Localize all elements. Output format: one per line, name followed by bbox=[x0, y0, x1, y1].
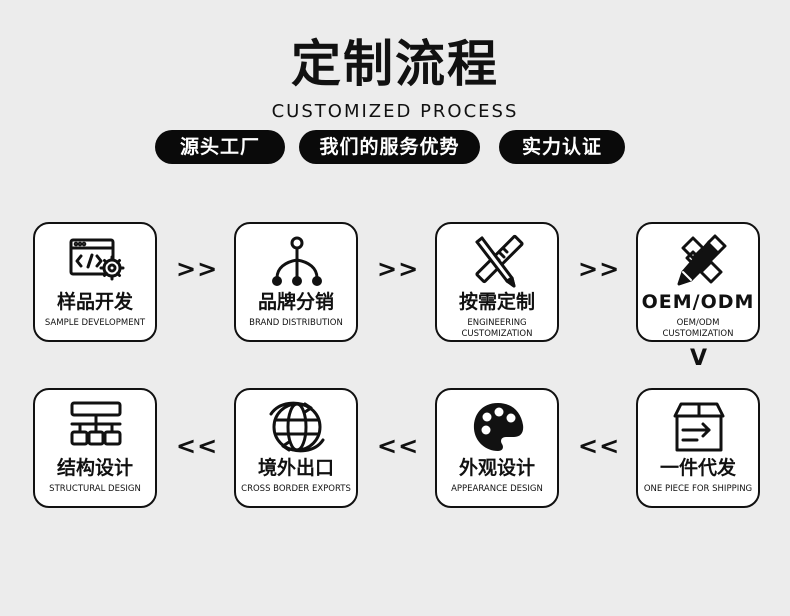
arrow-backward-1: << bbox=[176, 432, 219, 460]
step-title: 样品开发 bbox=[56, 291, 133, 313]
step-title: 结构设计 bbox=[56, 457, 133, 479]
step-title: 按需定制 bbox=[458, 291, 535, 313]
step-title: 品牌分销 bbox=[257, 291, 334, 313]
distribution-network-icon bbox=[267, 234, 327, 288]
arrow-forward-2: >> bbox=[377, 255, 420, 283]
box-shipping-icon bbox=[669, 400, 729, 454]
step-card-structural-design: 结构设计 STRUCTURAL DESIGN bbox=[33, 388, 157, 508]
tag-strength-certification: 实力认证 bbox=[499, 130, 625, 164]
arrow-backward-3: << bbox=[578, 432, 621, 460]
step-card-appearance-design: 外观设计 APPEARANCE DESIGN bbox=[435, 388, 559, 508]
step-title: OEM/ODM bbox=[641, 291, 755, 313]
palette-icon bbox=[468, 400, 528, 454]
step-subtitle: SAMPLE DEVELOPMENT bbox=[44, 318, 146, 328]
step-title: 境外出口 bbox=[257, 457, 334, 479]
step-card-oem-odm: OEM/ODM OEM/ODM CUSTOMIZATION bbox=[636, 222, 760, 342]
step-subtitle-line2: CUSTOMIZATION bbox=[461, 329, 533, 339]
page-title: 定制流程 bbox=[291, 35, 499, 93]
arrow-forward-3: >> bbox=[578, 255, 621, 283]
step-card-brand-distribution: 品牌分销 BRAND DISTRIBUTION bbox=[234, 222, 358, 342]
pencil-ruler-icon bbox=[468, 234, 528, 288]
step-card-one-piece-shipping: 一件代发 ONE PIECE FOR SHIPPING bbox=[636, 388, 760, 508]
pencil-edit-icon bbox=[669, 234, 729, 288]
step-subtitle: ONE PIECE FOR SHIPPING bbox=[643, 484, 753, 494]
page-subtitle: CUSTOMIZED PROCESS bbox=[271, 101, 519, 122]
arrow-backward-2: << bbox=[377, 432, 420, 460]
step-subtitle-line1: OEM/ODM bbox=[676, 318, 720, 328]
structure-layout-icon bbox=[66, 400, 126, 454]
tag-service-advantage: 我们的服务优势 bbox=[299, 130, 480, 164]
code-settings-icon bbox=[66, 234, 126, 288]
step-card-engineering-customization: 按需定制 ENGINEERING CUSTOMIZATION bbox=[435, 222, 559, 342]
tag-source-factory: 源头工厂 bbox=[155, 130, 285, 164]
arrow-forward-1: >> bbox=[176, 255, 219, 283]
step-card-sample-development: 样品开发 SAMPLE DEVELOPMENT bbox=[33, 222, 157, 342]
step-title: 外观设计 bbox=[458, 457, 535, 479]
step-title: 一件代发 bbox=[659, 457, 736, 479]
step-subtitle: BRAND DISTRIBUTION bbox=[249, 318, 343, 328]
globe-export-icon bbox=[267, 400, 327, 454]
step-subtitle-line2: CUSTOMIZATION bbox=[662, 329, 734, 339]
step-subtitle: STRUCTURAL DESIGN bbox=[49, 484, 141, 494]
step-subtitle: APPEARANCE DESIGN bbox=[451, 484, 543, 494]
step-subtitle: CROSS BORDER EXPORTS bbox=[241, 484, 351, 494]
step-subtitle-line1: ENGINEERING bbox=[467, 318, 527, 328]
arrow-down: V bbox=[690, 346, 709, 371]
step-card-cross-border-exports: 境外出口 CROSS BORDER EXPORTS bbox=[234, 388, 358, 508]
